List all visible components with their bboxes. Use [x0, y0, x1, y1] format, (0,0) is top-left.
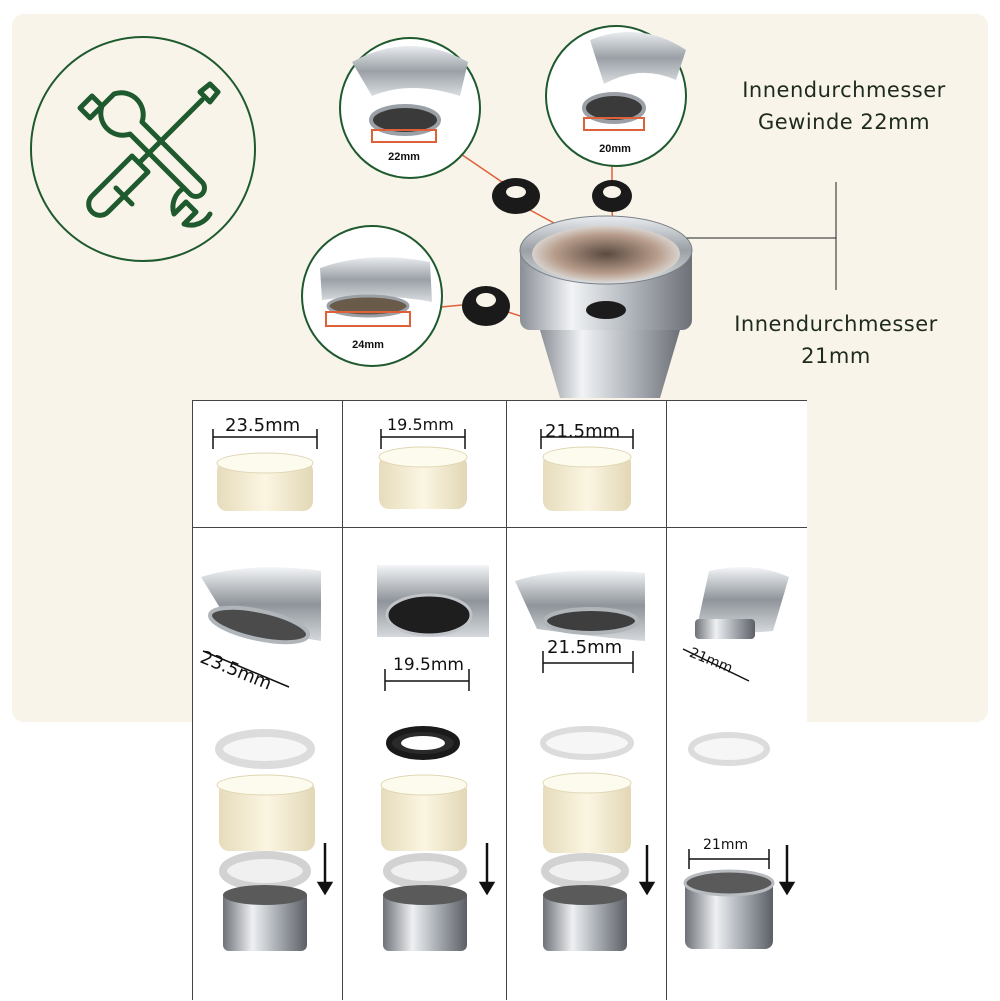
assembly-cell-3	[540, 726, 656, 951]
down-arrow-icon	[478, 843, 496, 896]
adapter-dim-label: 23.5mm	[225, 415, 301, 436]
connector-dim-label: 21mm	[703, 837, 749, 853]
connector-body	[519, 215, 693, 398]
faucet-dim-label: 19.5mm	[393, 655, 464, 675]
down-arrow-icon	[316, 843, 334, 896]
inner-label-line1: Innendurchmesser	[734, 312, 938, 336]
thread-diameter-label: Innendurchmesser Gewinde 22mm	[728, 78, 960, 134]
black-gasket-icon	[492, 178, 540, 214]
wrench-icon	[77, 90, 213, 228]
adapter-table: 23.5mm 19.5mm 21.5mm 23.5mm 19.5mm 21.5m…	[192, 400, 807, 1000]
thread-label-line2: Gewinde 22mm	[757, 110, 931, 134]
adapter-cell-3	[540, 429, 634, 511]
adapter-cell-1	[212, 429, 318, 511]
inner-label-line2: 21mm	[801, 344, 871, 368]
callout-left: 24mm	[301, 225, 443, 367]
faucet-cell-3	[515, 570, 645, 673]
down-arrow-icon	[638, 845, 656, 896]
faucet-cell-1	[201, 567, 321, 688]
screwdriver-icon	[86, 81, 221, 218]
tools-badge	[30, 36, 256, 262]
faucet-dim-label: 21.5mm	[547, 637, 623, 658]
down-arrow-icon	[778, 845, 796, 896]
thread-label-line1: Innendurchmesser	[742, 78, 946, 102]
black-gasket-icon	[462, 286, 510, 326]
callout-top-right: 20mm	[545, 25, 687, 167]
adapter-cell-2	[378, 429, 468, 509]
assembly-cell-2	[380, 726, 496, 951]
callout-label-22mm: 22mm	[388, 151, 420, 163]
faucet-cell-4	[682, 567, 789, 682]
connector-illustration: 22mm 20mm 24mm	[301, 25, 837, 398]
adapter-dim-label: 19.5mm	[387, 415, 454, 434]
adapter-dim-label: 21.5mm	[545, 421, 621, 442]
tools-icon-group	[77, 81, 221, 228]
table-drawings	[201, 429, 796, 951]
assembly-cell-1	[215, 729, 334, 951]
inner-diameter-label: Innendurchmesser 21mm	[718, 312, 954, 368]
callout-label-24mm: 24mm	[352, 339, 384, 351]
assembly-cell-4	[683, 732, 796, 949]
callout-top-left: 22mm	[339, 37, 481, 179]
black-gasket-icon	[592, 180, 632, 212]
callout-label-20mm: 20mm	[599, 143, 631, 155]
faucet-cell-2	[377, 565, 489, 691]
